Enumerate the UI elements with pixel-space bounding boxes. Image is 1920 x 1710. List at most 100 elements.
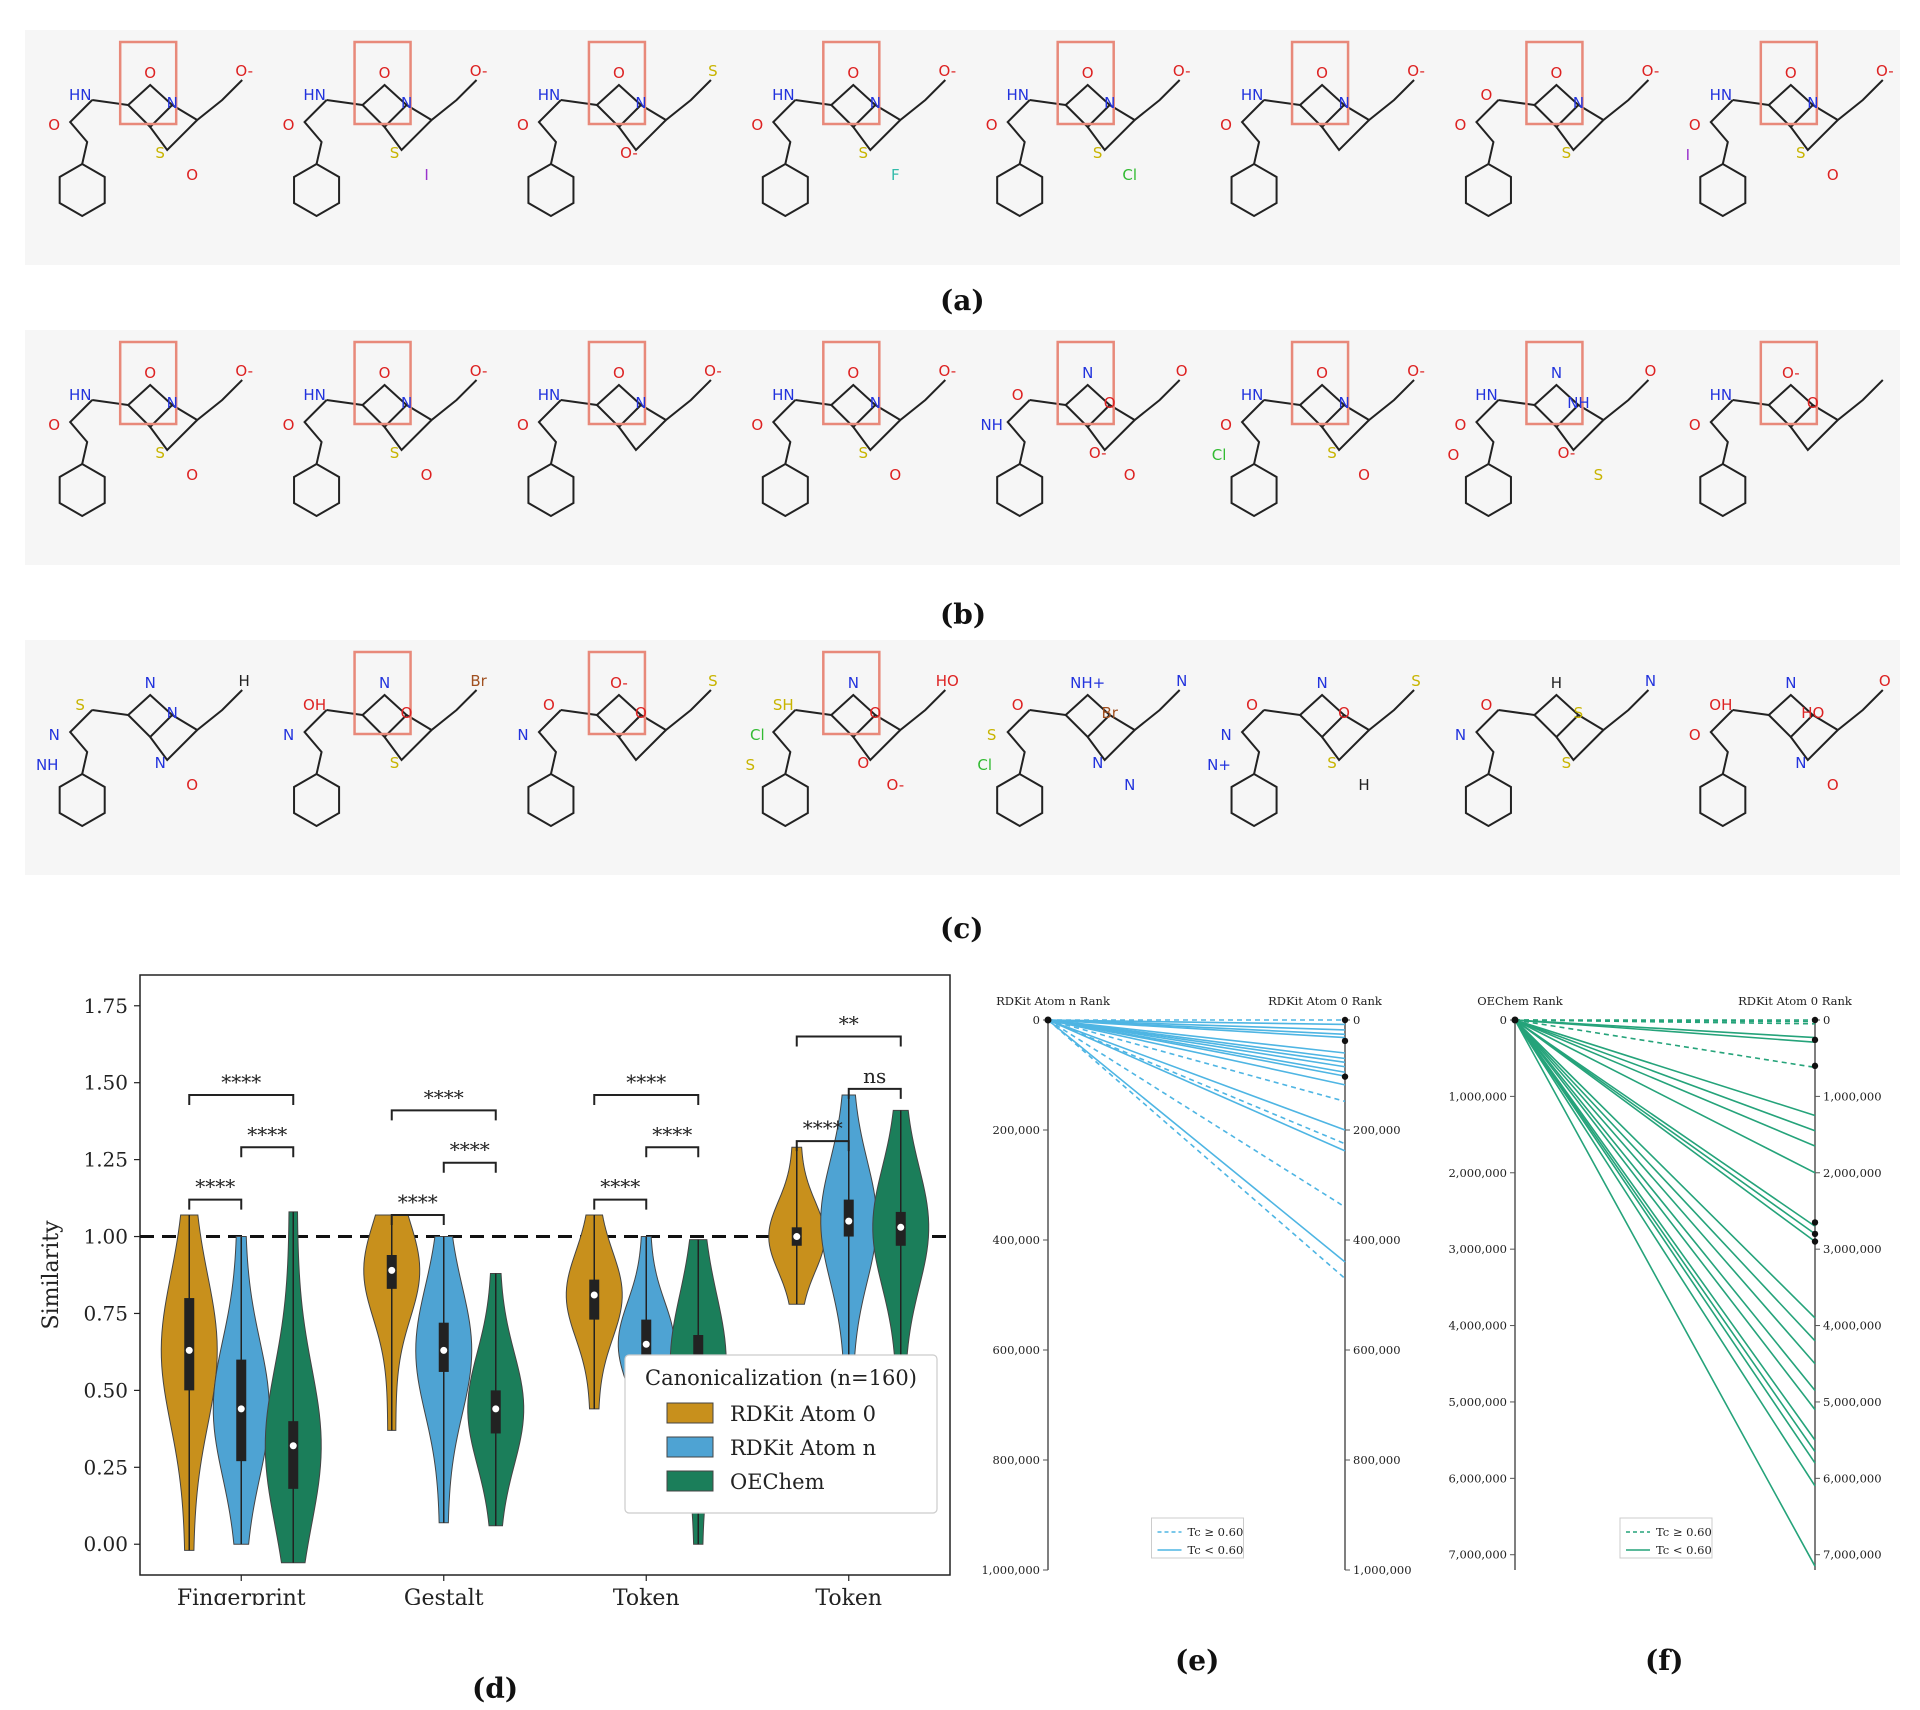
rank-point xyxy=(1811,1238,1819,1245)
side-chain-bond xyxy=(303,399,328,465)
benzene-ring xyxy=(527,462,575,518)
right-tick-label: 0 xyxy=(1823,1013,1830,1027)
amide-bond xyxy=(1732,99,1769,106)
right-tick-label: 5,000,000 xyxy=(1823,1395,1882,1409)
atom-label: HN xyxy=(538,386,561,404)
side-chain-bond xyxy=(1475,709,1500,775)
significance-label: **** xyxy=(195,1175,235,1199)
amide-bond xyxy=(326,99,363,106)
highlight-box xyxy=(118,40,178,126)
benzene-ring xyxy=(761,772,809,828)
significance-label: **** xyxy=(652,1122,692,1146)
thiazolidine-bond xyxy=(1086,419,1136,452)
atom-label: S xyxy=(390,754,400,772)
atom-label: O- xyxy=(235,362,253,380)
benzene-ring xyxy=(293,772,341,828)
thiazolidine-bond xyxy=(1555,729,1605,762)
carboxylate-bond xyxy=(1343,79,1415,122)
rank-line xyxy=(1514,1019,1816,1411)
side-chain-bond xyxy=(303,709,328,775)
rank-line xyxy=(1514,1019,1816,1227)
left-tick-label: 4,000,000 xyxy=(1448,1319,1507,1333)
panel-label-b: (b) xyxy=(940,598,987,631)
atom-label: HN xyxy=(772,386,795,404)
side-chain-bond xyxy=(1475,99,1500,165)
atom-label: N xyxy=(1573,94,1584,112)
atom-label: N xyxy=(635,94,646,112)
atom-label: S xyxy=(1574,704,1584,722)
atom-label: S xyxy=(155,444,165,462)
significance-bracket xyxy=(390,1109,497,1121)
significance-bracket xyxy=(188,1198,243,1210)
atom-label: O xyxy=(517,116,529,134)
benzene-ring xyxy=(1230,162,1278,218)
atom-label: O xyxy=(1246,696,1258,714)
significance-label: **** xyxy=(424,1085,464,1109)
rank-line xyxy=(1514,1019,1816,1342)
atom-label: O xyxy=(1455,116,1467,134)
right-tick-label: 0 xyxy=(1353,1013,1360,1027)
right-tick-label: 1,000,000 xyxy=(1353,1563,1412,1577)
thiazolidine-bond xyxy=(383,419,433,452)
atom-label: I xyxy=(1686,146,1690,164)
significance-label: **** xyxy=(247,1122,287,1146)
atom-label: O xyxy=(1481,86,1493,104)
atom-label: S xyxy=(1796,144,1806,162)
left-tick-label: 1,000,000 xyxy=(1448,1089,1507,1103)
atom-label: N xyxy=(870,394,881,412)
x-tick-label: Gestalt xyxy=(404,1586,484,1605)
carboxylate-bond xyxy=(1812,79,1884,122)
violin-chart: 0.000.250.500.751.001.251.501.75Similari… xyxy=(39,974,951,1605)
atom-label: O- xyxy=(1173,62,1191,80)
side-chain-bond xyxy=(1006,99,1031,165)
carboxylate-bond xyxy=(1812,379,1884,422)
left-tick-label: 3,000,000 xyxy=(1448,1242,1507,1256)
atom-label: N xyxy=(1316,674,1327,692)
atom-label: N xyxy=(848,674,859,692)
beta-lactam-ring xyxy=(1532,693,1580,739)
atom-label: N xyxy=(283,726,294,744)
thiazolidine-bond xyxy=(1790,119,1839,152)
amide-bond xyxy=(1263,709,1301,716)
atom-label: N xyxy=(1807,94,1818,112)
rank-line xyxy=(1514,1019,1816,1319)
atom-label: O xyxy=(1220,416,1232,434)
benzene-ring xyxy=(1699,162,1747,218)
atom-label: O xyxy=(1827,776,1839,794)
atom-label: Cl xyxy=(1122,166,1137,184)
thiazolidine-bond xyxy=(852,419,902,452)
side-chain-bond xyxy=(1240,399,1265,465)
x-tick-label: Token xyxy=(815,1586,882,1605)
benzene-ring xyxy=(761,162,809,218)
benzene-ring xyxy=(1230,462,1278,518)
y-tick-label: 0.00 xyxy=(83,1532,128,1556)
side-chain-bond xyxy=(1709,709,1734,775)
highlight-box xyxy=(118,340,178,426)
left-axis-title: OEChem Rank xyxy=(1477,994,1564,1008)
right-tick-label: 4,000,000 xyxy=(1823,1319,1882,1333)
thiazolidine-bond xyxy=(1086,119,1136,152)
rank-line xyxy=(1047,1019,1346,1208)
violin-median xyxy=(642,1340,650,1348)
rank-line xyxy=(1514,1019,1816,1441)
side-chain-bond xyxy=(68,99,93,165)
atom-label: S xyxy=(1327,754,1337,772)
side-chain-bond xyxy=(771,399,797,465)
atom-label: S xyxy=(1594,466,1604,484)
left-tick-label: 0 xyxy=(1500,1013,1507,1027)
y-tick-label: 0.75 xyxy=(83,1301,128,1325)
amide-bond xyxy=(560,399,598,406)
violin-median xyxy=(289,1442,297,1450)
left-tick-label: 600,000 xyxy=(992,1343,1040,1357)
carboxylate-bond xyxy=(171,79,243,122)
